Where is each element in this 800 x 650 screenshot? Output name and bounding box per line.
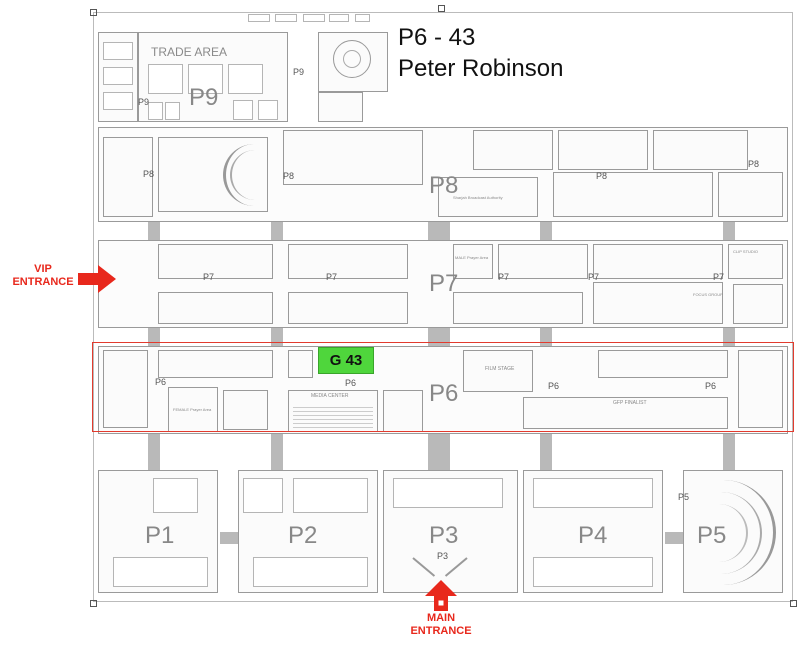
film-stage xyxy=(463,350,533,392)
main-entrance-label: MAIN ENTRANCE xyxy=(406,612,476,638)
male-prayer-label: MALE Prayer Area xyxy=(455,255,489,260)
p8-big-label: P8 xyxy=(429,172,459,199)
clip-studio-label: CLIP STUDIO xyxy=(733,249,759,254)
p8-seating xyxy=(223,144,266,206)
p9-label-b: P9 xyxy=(293,67,305,77)
film-stage-label: FILM STAGE xyxy=(485,366,515,372)
broadcast-booth xyxy=(438,177,538,217)
p3-small-label: P3 xyxy=(437,551,449,561)
p1-label: P1 xyxy=(145,522,175,549)
booth-g43-label: G 43 xyxy=(329,352,363,369)
p6-label-b: P6 xyxy=(345,378,357,388)
clip-studio xyxy=(728,244,783,279)
p7-big-label: P7 xyxy=(429,270,459,297)
media-center-label: MEDIA CENTER xyxy=(311,393,349,399)
p6-label-d: P6 xyxy=(705,381,717,391)
p9-label-a: P9 xyxy=(138,97,150,107)
lounge-seating xyxy=(333,40,371,78)
male-prayer-room xyxy=(453,244,493,279)
focus-group-room xyxy=(593,282,723,324)
vip-line1: VIP xyxy=(34,263,52,275)
focus-group-label: FOCUS GROUP xyxy=(693,292,723,297)
p7-label-c: P7 xyxy=(498,272,510,282)
vip-arrow-icon xyxy=(78,265,116,293)
p5-small-label: P5 xyxy=(678,492,690,502)
p2-label: P2 xyxy=(288,522,318,549)
p9-office xyxy=(318,92,363,122)
p8-label-d: P8 xyxy=(748,159,760,169)
booth-code: P6 - 43 xyxy=(398,24,476,51)
exhibitor-name: Peter Robinson xyxy=(398,55,564,82)
p6-big-label: P6 xyxy=(429,380,459,407)
broadcast-label: Sharjah Broadcast Authority xyxy=(453,195,503,200)
p7-label-e: P7 xyxy=(713,272,725,282)
selected-hall-outline xyxy=(92,342,794,432)
p5-label: P5 xyxy=(697,522,727,549)
p8-label-b: P8 xyxy=(283,171,295,181)
p5-seating xyxy=(708,480,776,585)
floor-plan: TRADE AREA P9 P9 P9 Sharjah Broadcast Au… xyxy=(93,12,793,602)
p9-big-label: P9 xyxy=(189,84,219,111)
p4-label: P4 xyxy=(578,522,608,549)
gfp-finalist-area xyxy=(523,397,728,429)
main-entrance-arrow-icon xyxy=(425,580,457,611)
p8-label-a: P8 xyxy=(143,169,155,179)
p6-label-c: P6 xyxy=(548,381,560,391)
p6-label-a: P6 xyxy=(155,377,167,387)
p3-label: P3 xyxy=(429,522,459,549)
female-prayer-label: FEMALE Prayer Area xyxy=(173,407,212,412)
gfp-finalist-label: GFP FINALIST xyxy=(613,400,647,406)
p7-label-b: P7 xyxy=(326,272,338,282)
vip-entrance-label: VIP ENTRANCE xyxy=(8,263,78,289)
p7-label-d: P7 xyxy=(588,272,600,282)
booth-g43[interactable]: G 43 xyxy=(318,347,374,374)
p8-label-c: P8 xyxy=(596,171,608,181)
main-line1: MAIN xyxy=(426,612,456,624)
vip-line2: ENTRANCE xyxy=(12,276,74,288)
main-line2: ENTRANCE xyxy=(410,625,472,637)
p7-label-a: P7 xyxy=(203,272,215,282)
trade-area-label: TRADE AREA xyxy=(151,45,228,59)
